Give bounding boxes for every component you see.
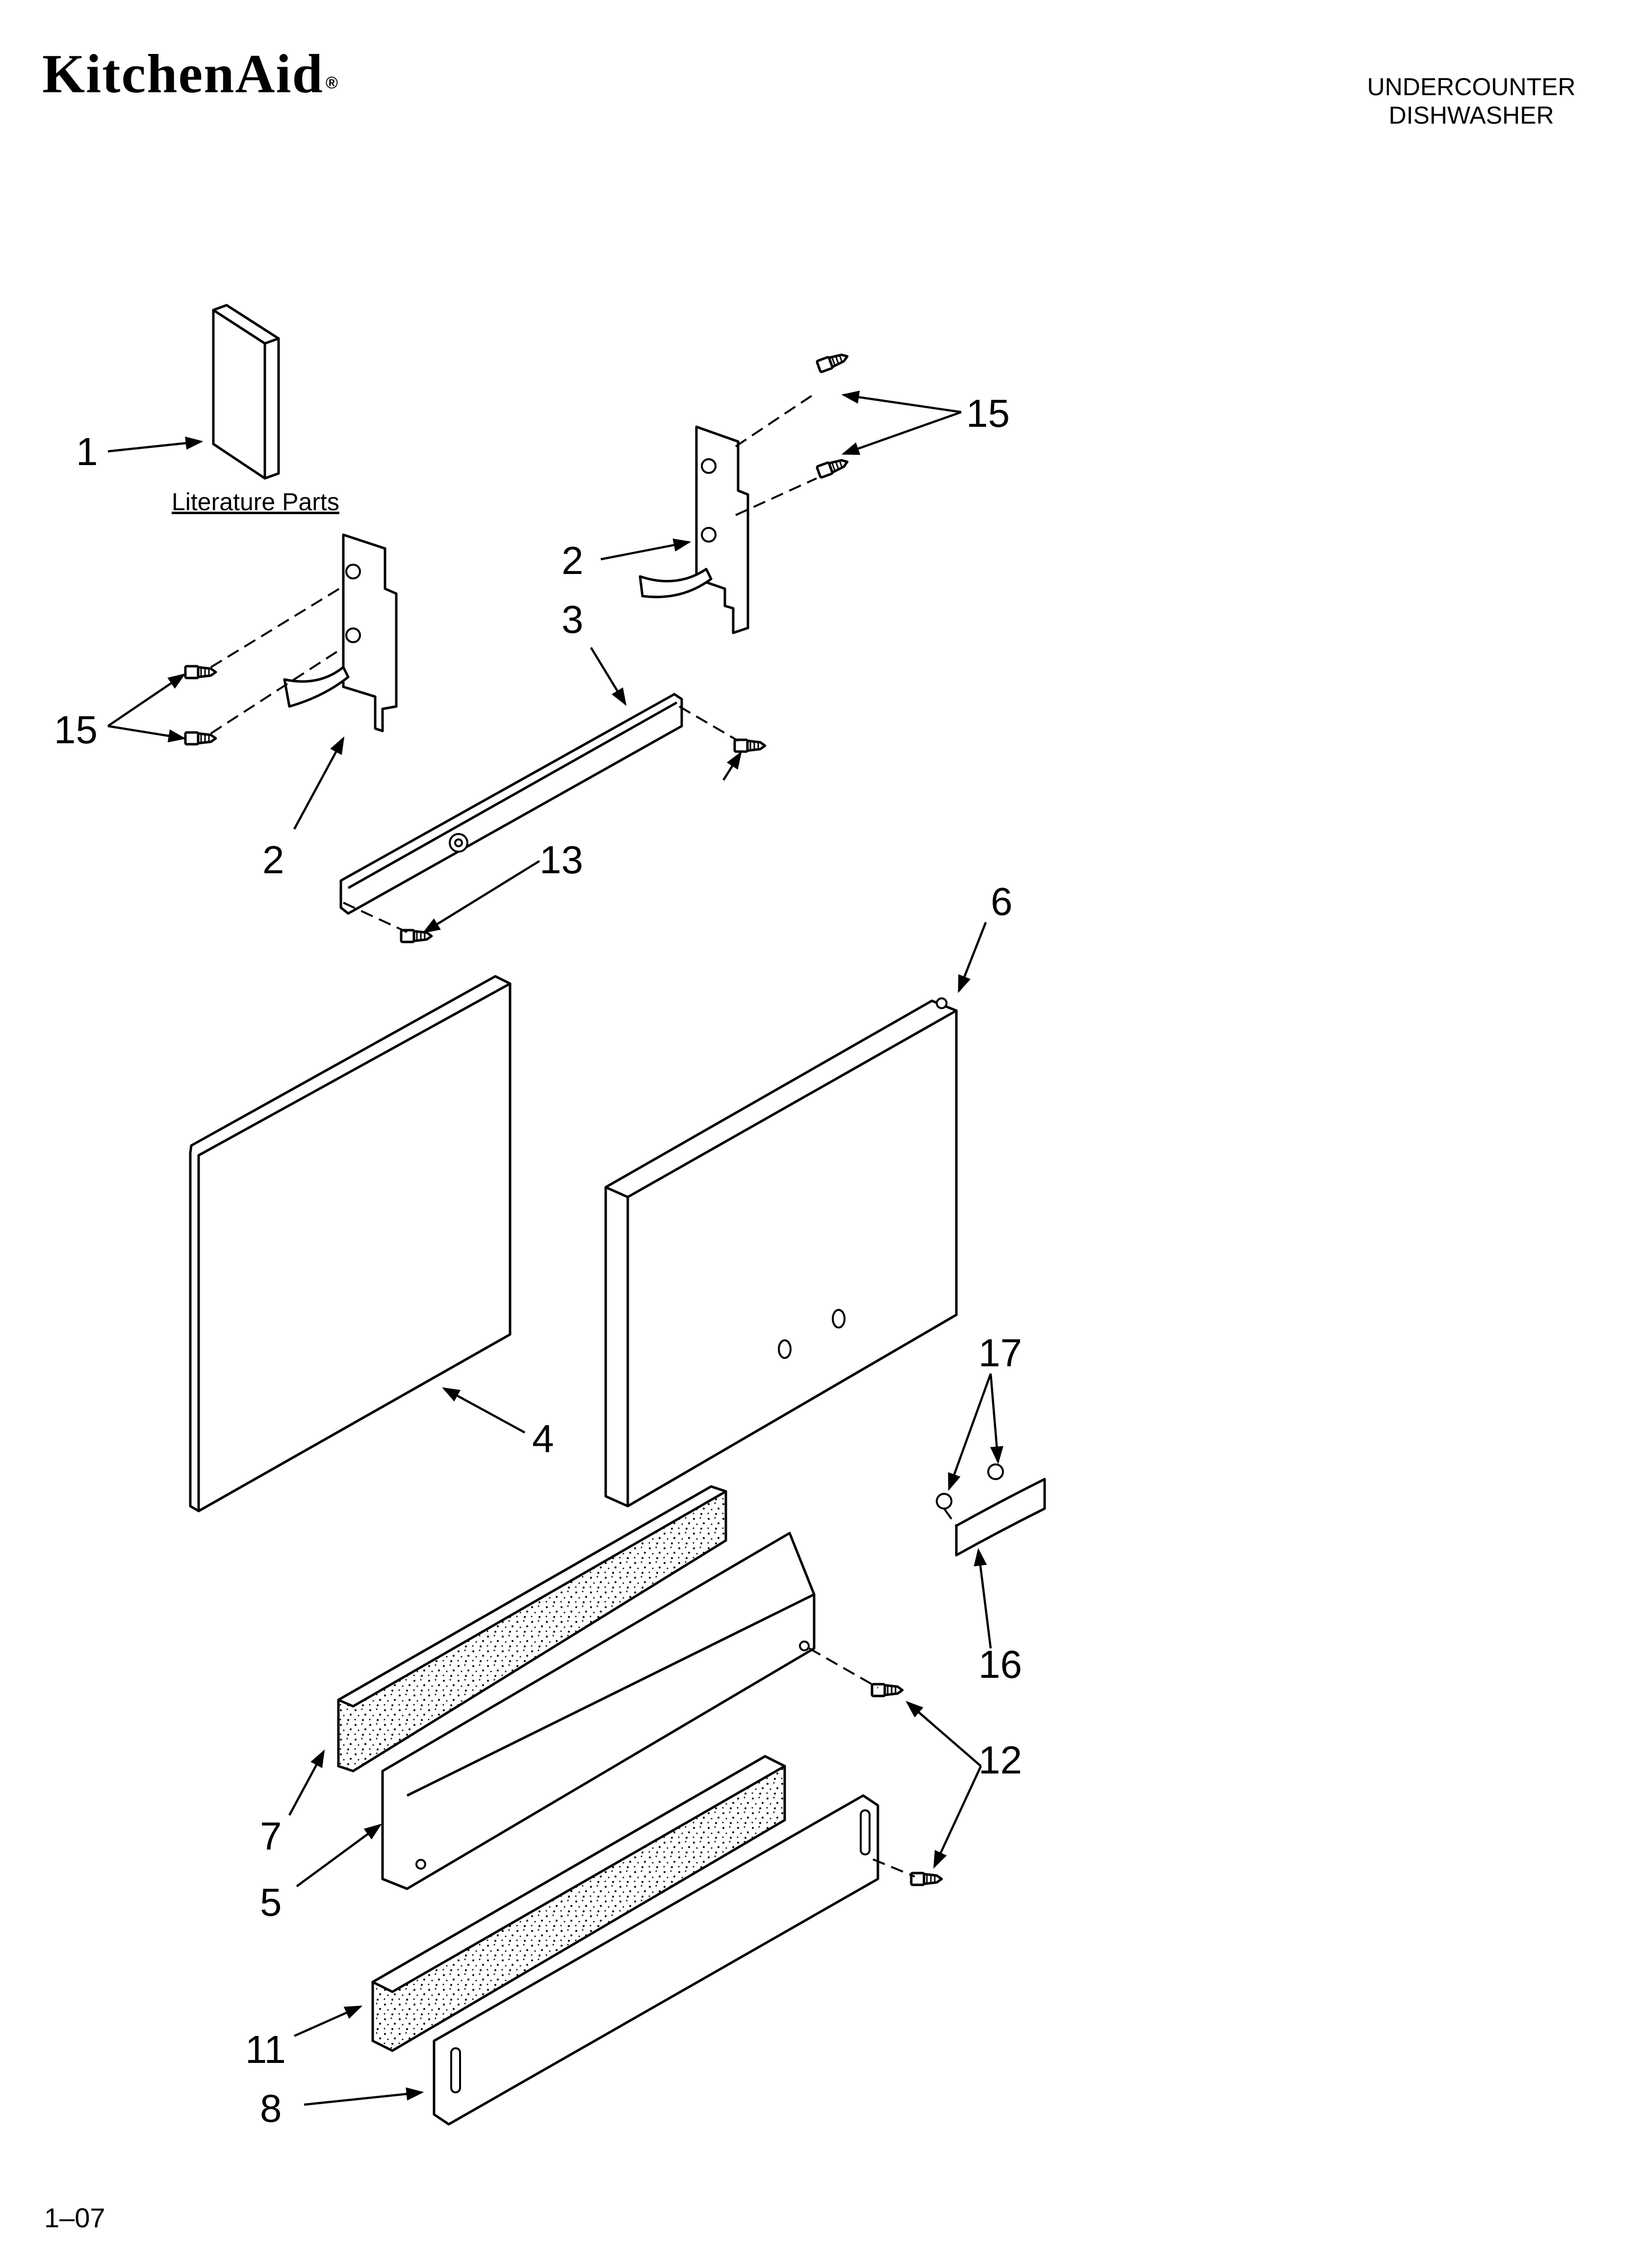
part-1-literature [212,304,280,480]
part-7-foam-strip [337,1485,727,1773]
part-2-right-bracket [639,425,749,634]
heading-line-2: DISHWASHER [1388,102,1554,129]
screw-15-right-a [817,351,849,372]
part-4-left-panel [189,975,512,1512]
brand-name: KitchenAid [42,44,324,104]
callout-7: 7 [260,1814,282,1858]
screw-15-left-b [185,732,216,744]
literature-label: Literature Parts [172,488,339,516]
callout-2-left: 2 [262,838,284,882]
callout-8: 8 [260,2086,282,2130]
heading-line-1: UNDERCOUNTER [1367,73,1576,101]
part-2-left-bracket [283,533,398,732]
screw-12-lower [911,1873,942,1885]
registered-mark: ® [325,74,339,92]
callout-15-right: 15 [966,391,1010,435]
part-3-rail [339,693,683,915]
callout-2-right: 2 [562,539,584,582]
screw-15-left-a [185,666,216,678]
part-8-toekick-plate [433,1794,879,2126]
callout-16: 16 [978,1642,1022,1686]
screw-13-right [735,740,765,752]
screw-15-right-b [817,456,849,478]
part-11-foam-block [371,1755,786,2052]
kitchenaid-logo: KitchenAid® [42,47,339,102]
callout-5: 5 [260,1880,282,1924]
callout-3: 3 [562,598,584,641]
part-16-handle [955,1478,1046,1557]
callout-12: 12 [978,1738,1022,1782]
screw-12-upper [872,1684,902,1696]
callout-4: 4 [532,1417,554,1460]
callout-11: 11 [245,2028,286,2071]
callout-15-left: 15 [54,708,98,752]
callout-6: 6 [991,880,1013,923]
part-6-right-panel [604,997,958,1508]
callout-17: 17 [978,1331,1022,1375]
page-heading: UNDERCOUNTER DISHWASHER [1314,73,1628,130]
callout-13: 13 [539,838,583,882]
nut-17-a [936,1493,952,1510]
part-5-toekick [381,1532,816,1890]
nut-17-b [987,1463,1004,1480]
page-code: 1–07 [44,2202,105,2233]
callout-1: 1 [76,430,98,473]
